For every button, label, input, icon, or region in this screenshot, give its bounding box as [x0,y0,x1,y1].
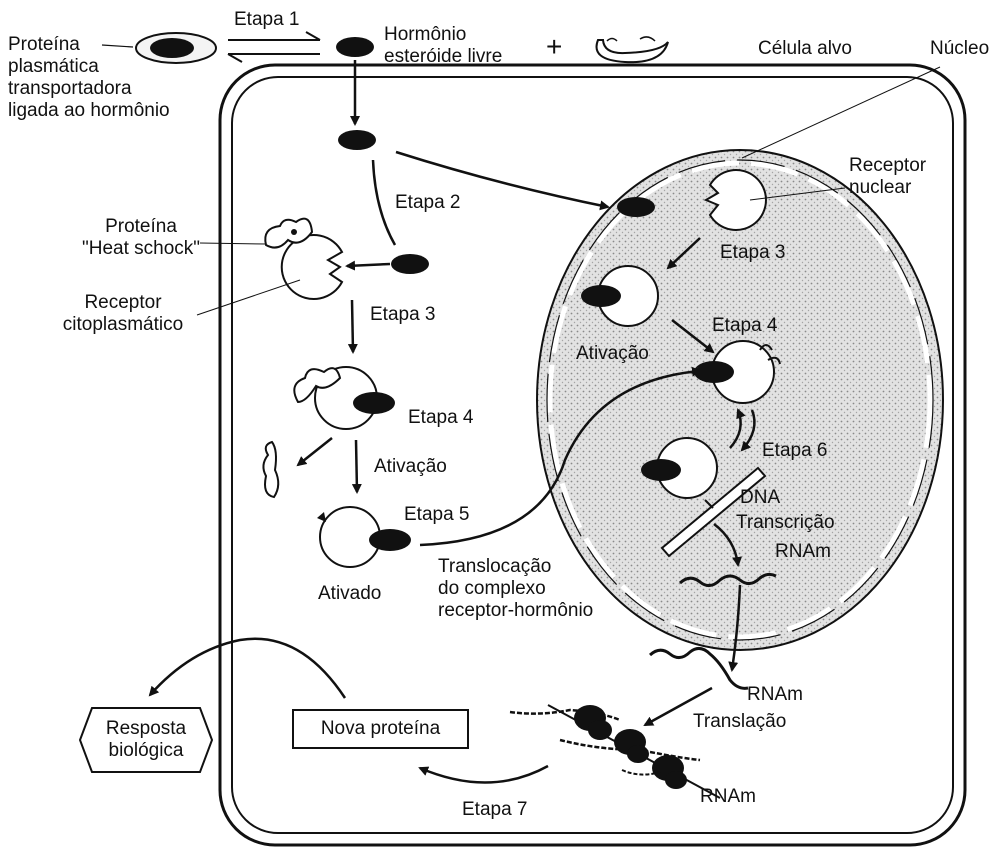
arrow-etapa7 [420,766,548,783]
heat-shock-leader [200,243,266,244]
hormone-in-nucleus-icon [617,197,655,217]
translation-label: Translação [693,711,786,733]
activated-complex-icon [317,507,411,567]
mrna-label-2: RNAm [747,684,803,706]
plus-sign: + [546,36,562,58]
nucleus-label: Núcleo [930,38,989,60]
step3-cyto-label: Etapa 3 [370,304,436,326]
arrow-to-cyto-receptor [347,264,390,266]
step1-label: Etapa 1 [234,9,300,31]
nuclear-receptor-icon [706,170,766,230]
nucleus-leader [742,67,940,158]
arrow-etapa2-curve [373,160,395,245]
released-heat-shock-icon [263,442,278,497]
activation-cyto-label: Ativação [374,456,447,478]
activation-nuclear-label: Ativação [576,343,649,365]
step3-nuclear-label: Etapa 3 [720,242,786,264]
cyto-receptor-icon [265,219,342,299]
arrow-biological-response [150,639,345,698]
step6-label: Etapa 6 [762,440,828,462]
heat-shock-label: Proteína"Heat schock" [82,216,200,260]
step4-nuclear-label: Etapa 4 [712,315,778,337]
polysome-icon [510,705,720,798]
empty-receptor-outside-icon [597,37,668,62]
transcription-label: Transcrição [736,512,835,534]
mrna-label-3: RNAm [700,786,756,808]
cyto-receptor-leader [197,280,300,315]
step4-cyto-label: Etapa 4 [408,407,474,429]
step5-label: Etapa 5 [404,504,470,526]
cyto-complex-etapa4-icon [294,367,395,429]
arrow-etapa3-cyto [352,300,353,352]
hormone-near-cyto-receptor-icon [391,254,429,274]
target-cell-label: Célula alvo [758,38,852,60]
step7-label: Etapa 7 [462,799,528,821]
hormone-in-cytoplasm-icon [338,130,376,150]
arrow-release-hsp [298,438,332,465]
step2-label: Etapa 2 [395,192,461,214]
free-hormone-icon [336,37,374,57]
new-protein-label: Nova proteína [293,718,468,740]
activated-label: Ativado [318,583,381,605]
arrow-ativacao-cyto [356,440,357,492]
mrna-label-1: RNAm [775,541,831,563]
equilibrium-arrows [228,32,320,62]
dna-label: DNA [740,487,780,509]
